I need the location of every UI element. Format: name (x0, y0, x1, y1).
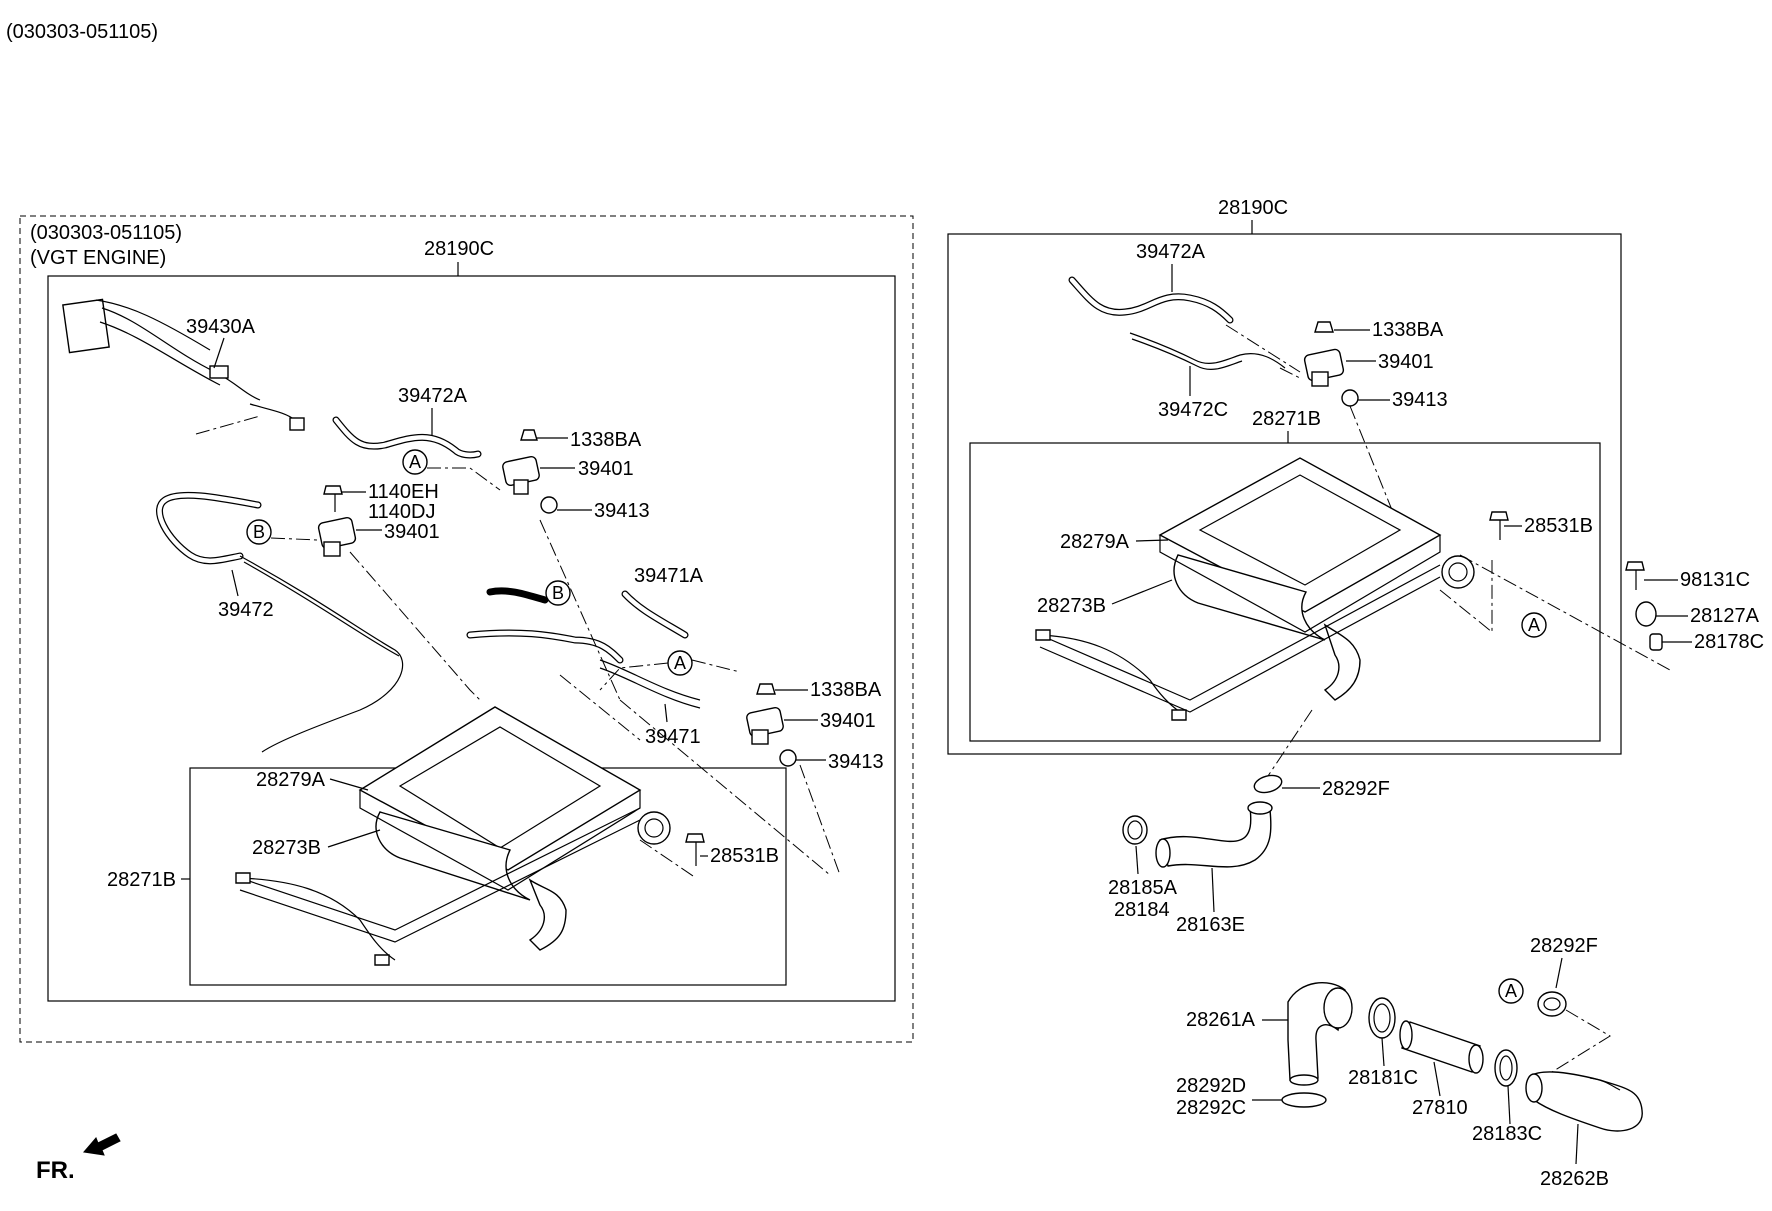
clamp-28292F-a (1253, 774, 1283, 794)
callout-b-left-1 (246, 519, 272, 545)
label-28531B-left: 28531B (710, 845, 779, 867)
label-28163E: 28163E (1176, 914, 1245, 936)
label-28292C: 28292C (1176, 1097, 1246, 1119)
label-39413-low: 39413 (828, 751, 884, 773)
left-assembly-label: 28190C (424, 238, 494, 260)
label-28292D: 28292D (1176, 1075, 1246, 1097)
left-panel-frame (19, 215, 914, 1043)
label-28273B-right: 28273B (1037, 595, 1106, 617)
lower-right-hoses: 28292F 28163E 28185A 28184 28292F A 2826… (1108, 709, 1643, 1190)
bolt-28531B-left (685, 833, 705, 866)
label-28531B-right: 28531B (1524, 515, 1593, 537)
label-28181C: 28181C (1348, 1067, 1418, 1089)
left-panel: (030303-051105) (VGT ENGINE) 28190C 3943… (19, 215, 914, 1043)
callout-b-left-2 (545, 580, 571, 606)
rubber-mount-39413-right (1341, 389, 1359, 407)
label-28183C: 28183C (1472, 1123, 1542, 1145)
intercooler-left (235, 706, 671, 966)
pipe-27810 (1401, 1021, 1481, 1073)
label-1140EH: 1140EH (368, 481, 439, 503)
label-28184: 28184 (1114, 899, 1170, 921)
label-28279A-right: 28279A (1060, 531, 1130, 553)
label-39471: 39471 (645, 726, 701, 748)
callout-a-lower (1498, 978, 1524, 1004)
clamp-28185A (1122, 815, 1148, 845)
label-28178C: 28178C (1694, 631, 1764, 653)
label-28292F-a: 28292F (1322, 778, 1390, 800)
label-39401-right: 39401 (1378, 351, 1434, 373)
intercooler-hose-28163E (1159, 805, 1272, 868)
label-39472-left: 39472 (218, 599, 274, 621)
label-28279A-left: 28279A (256, 769, 326, 791)
clamp-28183C (1494, 1049, 1518, 1087)
label-39472C: 39472C (1158, 399, 1228, 421)
label-28273B-left: 28273B (252, 837, 321, 859)
wiring-harness (62, 298, 305, 431)
label-1140DJ: 1140DJ (368, 501, 435, 523)
bolt-28531B-right (1489, 511, 1509, 540)
svg-text:A: A (1528, 615, 1540, 635)
solenoid-valve-low (746, 683, 784, 745)
callout-a-right-1 (1521, 612, 1547, 638)
front-indicator: FR. (36, 1133, 121, 1184)
label-27810: 27810 (1412, 1097, 1468, 1119)
label-39401-mid: 39401 (384, 521, 440, 543)
label-28271B-right: 28271B (1252, 408, 1321, 430)
label-39471A: 39471A (634, 565, 704, 587)
solenoid-valve-top (502, 429, 540, 495)
left-assembly-box (47, 275, 896, 1002)
svg-text:A: A (409, 452, 421, 472)
svg-text:A: A (674, 653, 686, 673)
label-28261A: 28261A (1186, 1009, 1256, 1031)
clamp-28292D (1281, 1092, 1327, 1108)
label-1338BA-low: 1338BA (810, 679, 882, 701)
right-assembly-label: 28190C (1218, 197, 1288, 219)
label-28127A: 28127A (1690, 605, 1760, 627)
label-28292F-b: 28292F (1530, 935, 1598, 957)
label-39401-top: 39401 (578, 458, 634, 480)
right-assembly-box (947, 233, 1622, 755)
callout-a-left-1 (402, 449, 428, 475)
bolt-1140 (323, 485, 343, 512)
solenoid-valve-mid (317, 516, 357, 557)
label-39472A-left: 39472A (398, 385, 468, 407)
label-28185A: 28185A (1108, 877, 1178, 899)
label-28262B: 28262B (1540, 1168, 1609, 1190)
label-39413-top: 39413 (594, 500, 650, 522)
svg-text:A: A (1505, 981, 1517, 1001)
label-39401-low: 39401 (820, 710, 876, 732)
svg-text:B: B (253, 522, 265, 542)
label-39430A: 39430A (186, 316, 256, 338)
solenoid-valve-right (1303, 321, 1345, 387)
svg-text:B: B (552, 583, 564, 603)
rubber-mount-39413-top (540, 496, 558, 514)
intercooler-right (1035, 457, 1475, 721)
label-1338BA-right: 1338BA (1372, 319, 1444, 341)
label-98131C: 98131C (1680, 569, 1750, 591)
front-label: FR. (36, 1157, 75, 1184)
label-39413-right: 39413 (1392, 389, 1448, 411)
right-panel: 28190C 39472A 39472C 1338BA 39401 39413 (947, 197, 1764, 755)
front-arrow-icon (83, 1133, 121, 1156)
left-panel-date-code: (030303-051105) (30, 222, 182, 244)
clamp-28292F-b (1537, 991, 1567, 1017)
left-panel-engine-note: (VGT ENGINE) (30, 247, 166, 269)
label-39472A-right: 39472A (1136, 241, 1206, 263)
hose-28262B (1529, 1071, 1643, 1132)
label-1338BA-top: 1338BA (570, 429, 642, 451)
hardware-stack (1625, 561, 1663, 651)
right-intercooler-box (969, 442, 1601, 742)
rubber-mount-39413-low (779, 749, 797, 767)
header-date-code: (030303-051105) (6, 21, 158, 43)
label-28271B-left: 28271B (107, 869, 176, 891)
